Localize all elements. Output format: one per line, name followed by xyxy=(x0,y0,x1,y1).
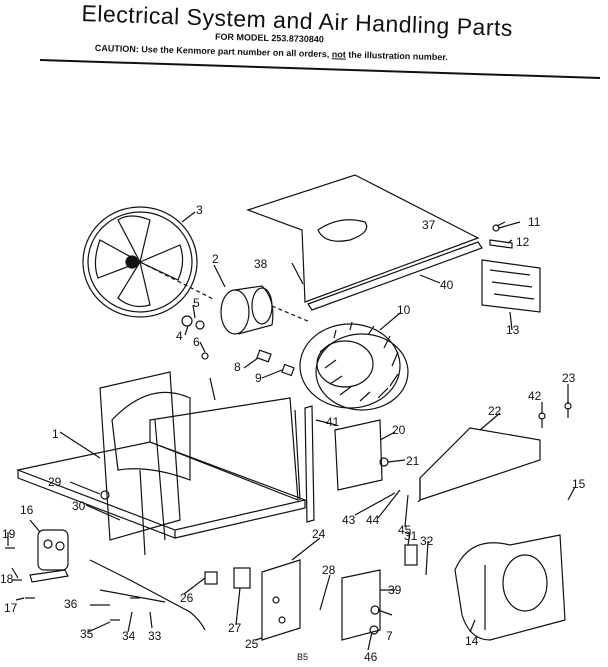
callout-2: 2 xyxy=(212,252,219,266)
callout-46: 46 xyxy=(364,650,378,664)
callout-38: 38 xyxy=(254,257,268,271)
relay-part xyxy=(204,571,218,585)
control-board-part xyxy=(481,221,541,313)
switch-part xyxy=(233,567,251,589)
callout-36: 36 xyxy=(64,597,78,611)
callout-45: 45 xyxy=(398,523,412,537)
terminal-block-part xyxy=(404,544,418,566)
callout-6: 6 xyxy=(193,335,200,349)
callout-41: 41 xyxy=(326,415,340,429)
callout-39: 39 xyxy=(388,583,402,597)
callout-33: 33 xyxy=(148,629,162,643)
callout-24: 24 xyxy=(312,527,326,541)
bracket-part xyxy=(334,419,383,491)
callout-12: 12 xyxy=(516,235,530,249)
blower-wheel-part xyxy=(299,321,409,411)
callout-35: 35 xyxy=(80,627,94,641)
callout-16: 16 xyxy=(20,503,34,517)
callout-31: 31 xyxy=(404,529,418,543)
callout-29: 29 xyxy=(48,475,62,489)
callout-40: 40 xyxy=(440,278,454,292)
callout-15: 15 xyxy=(572,477,586,491)
callout-17: 17 xyxy=(4,601,18,615)
top-panel-part xyxy=(246,174,483,311)
callout-34: 34 xyxy=(122,629,136,643)
callout-19: 19 xyxy=(2,527,16,541)
callout-30: 30 xyxy=(72,499,86,513)
callout-27: 27 xyxy=(228,621,242,635)
callout-20: 20 xyxy=(392,423,406,437)
callout-8: 8 xyxy=(234,360,241,374)
callout-5: 5 xyxy=(193,296,200,310)
capacitor-part xyxy=(29,529,69,583)
cover-panel-part xyxy=(417,427,541,503)
callout-14: 14 xyxy=(465,634,479,648)
fan-blade-part xyxy=(82,206,216,318)
callout-21: 21 xyxy=(406,454,420,468)
callout-3: 3 xyxy=(196,203,203,217)
page-code: B5 xyxy=(297,652,309,662)
callout-32: 32 xyxy=(420,534,434,548)
callout-43: 43 xyxy=(342,513,356,527)
callout-13: 13 xyxy=(506,323,520,337)
control-panel-part xyxy=(261,559,301,641)
divider-part xyxy=(304,405,315,523)
panel-39-part xyxy=(341,569,381,641)
callout-23: 23 xyxy=(562,371,576,385)
motor-part xyxy=(220,285,311,335)
scroll-housing-part xyxy=(454,534,566,641)
callout-11: 11 xyxy=(528,215,541,229)
cabinet-base-part xyxy=(15,371,308,556)
callout-4: 4 xyxy=(176,329,183,343)
callout-25: 25 xyxy=(245,637,259,651)
callout-1: 1 xyxy=(52,427,59,441)
header-rule xyxy=(39,59,601,79)
callout-7: 7 xyxy=(386,629,393,643)
wire-harness-part xyxy=(89,559,206,631)
callout-42: 42 xyxy=(528,389,542,403)
callout-44: 44 xyxy=(366,513,380,527)
callout-9: 9 xyxy=(255,371,262,385)
callout-22: 22 xyxy=(488,404,502,418)
callout-18: 18 xyxy=(0,572,14,586)
callout-10: 10 xyxy=(397,303,411,317)
callout-28: 28 xyxy=(322,563,336,577)
callout-26: 26 xyxy=(180,591,194,605)
callout-37: 37 xyxy=(422,218,436,232)
